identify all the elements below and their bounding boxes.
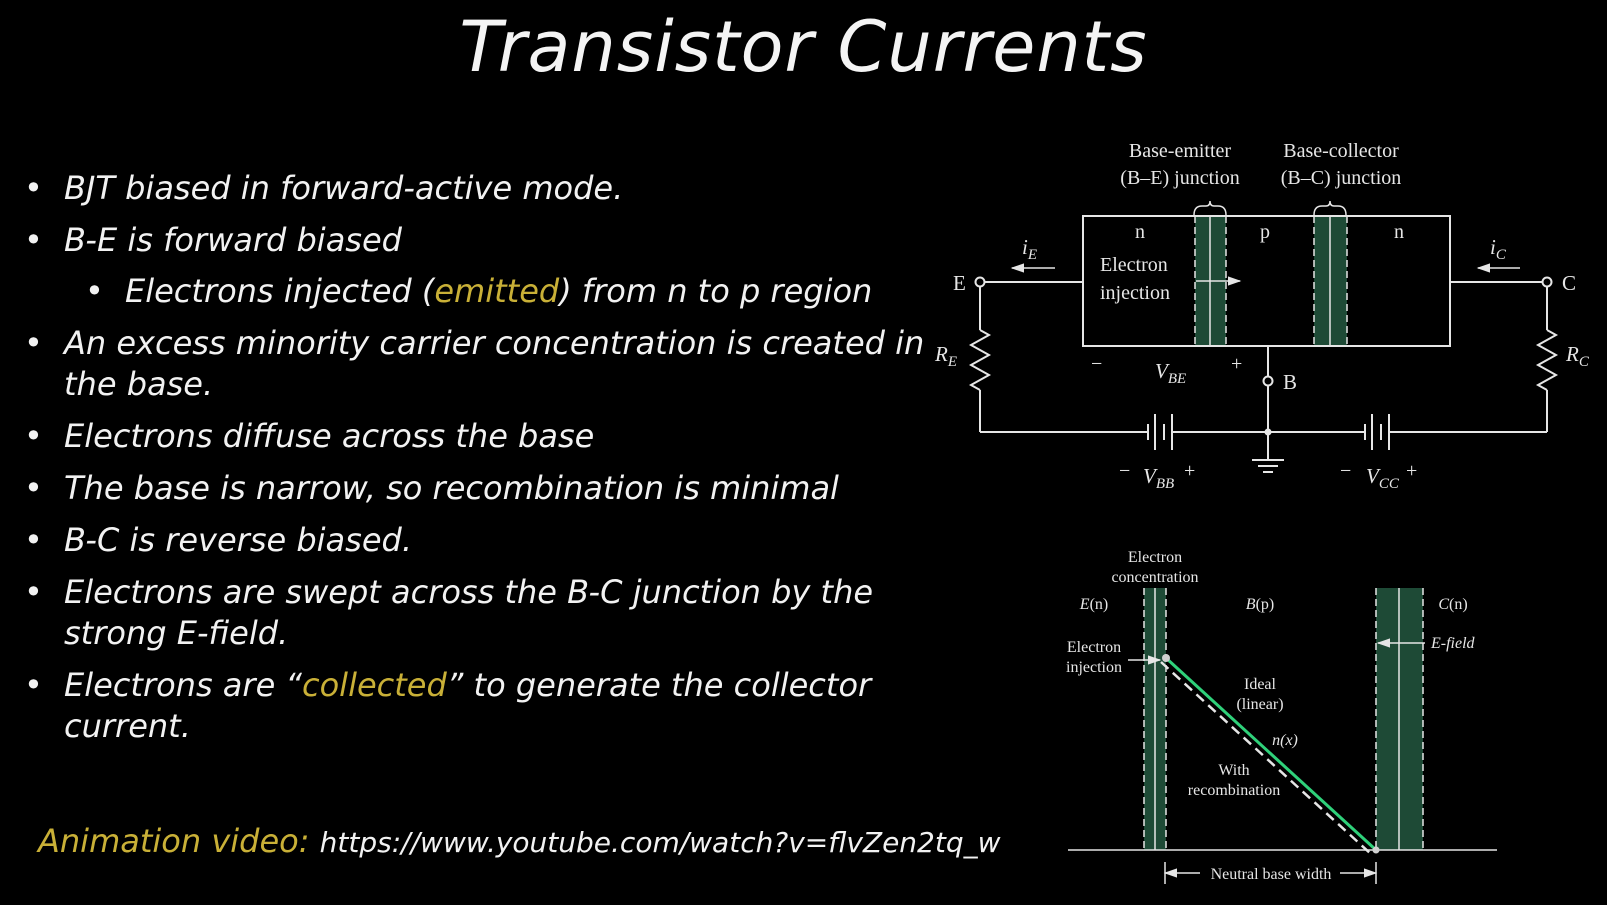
bullet-text: ” to generate the collector current. xyxy=(64,666,872,745)
vbe-minus: − xyxy=(1091,353,1102,375)
highlight-emitted: emitted xyxy=(434,272,560,310)
bullet-item: An excess minority carrier concentration… xyxy=(22,323,927,405)
bc-brace xyxy=(1313,200,1347,216)
injection-label: injection xyxy=(1100,282,1170,304)
vcc-minus: − xyxy=(1340,460,1351,482)
injection-point xyxy=(1162,654,1170,662)
bullet-item: BJT biased in forward-active mode. xyxy=(22,168,927,209)
bullet-item: Electrons are swept across the B-C junct… xyxy=(22,572,927,654)
concentration-label: concentration xyxy=(1111,569,1198,586)
page-title: Transistor Currents xyxy=(459,6,1148,88)
be-junction-label: Base-emitter xyxy=(1129,140,1232,162)
junction-labels: Base-emitter (B–E) junction Base-collect… xyxy=(1120,140,1401,189)
sub-bullet-item: Electrons injected (emitted) from n to p… xyxy=(22,271,927,312)
region-labels: n p n Electron injection xyxy=(1100,221,1404,304)
bullet-text: Electrons are “ xyxy=(64,666,302,704)
vbe-plus: + xyxy=(1231,353,1242,375)
video-label: Animation video: xyxy=(38,822,320,860)
bc-junction-label: Base-collector xyxy=(1283,140,1399,162)
node-dot xyxy=(1264,428,1272,436)
re-label: RE xyxy=(934,342,957,370)
ground-symbol xyxy=(1252,459,1284,473)
emitter-label: E xyxy=(953,271,966,295)
rc-resistor xyxy=(1535,329,1559,391)
circuit-wires xyxy=(979,281,1548,460)
ideal-label: Ideal xyxy=(1244,676,1277,693)
bullet-text: Electrons injected ( xyxy=(125,272,435,310)
ic-label: iC xyxy=(1490,235,1507,263)
efield-label: E-field xyxy=(1430,635,1476,652)
bullet-item: B-C is reverse biased. xyxy=(22,520,927,561)
bullet-item: B-E is forward biased xyxy=(22,220,927,261)
emitter-region-label: E(n) xyxy=(1079,596,1108,613)
nx-label: n(x) xyxy=(1272,732,1298,749)
vbb-plus: + xyxy=(1184,460,1195,482)
be-brace xyxy=(1193,200,1227,216)
bullet-item: The base is narrow, so recombination is … xyxy=(22,468,927,509)
recombination-label: recombination xyxy=(1188,782,1280,799)
vcc-label: VCC xyxy=(1366,464,1400,492)
bullet-item: Electrons diffuse across the base xyxy=(22,416,927,457)
bullet-item: Electrons are “collected” to generate th… xyxy=(22,665,927,747)
be-junction-label: (B–E) junction xyxy=(1120,167,1239,189)
re-resistor xyxy=(968,329,992,391)
collector-label: C xyxy=(1562,271,1576,295)
base-label: B xyxy=(1283,370,1297,394)
bc-depletion-region xyxy=(1313,216,1348,346)
vcc-plus: + xyxy=(1406,460,1417,482)
injection-label: Electron xyxy=(1100,254,1168,276)
base-terminal xyxy=(1262,375,1274,387)
neutral-base-width-label: Neutral base width xyxy=(1211,866,1332,883)
concentration-label: Electron xyxy=(1128,549,1182,566)
profile-injection-label: injection xyxy=(1066,659,1122,676)
bjt-circuit-diagram: Base-emitter (B–E) junction Base-collect… xyxy=(934,140,1590,492)
profile-injection-label: Electron xyxy=(1067,639,1121,656)
vbb-minus: − xyxy=(1119,460,1130,482)
bullet-text: ) from n to p region xyxy=(559,272,873,310)
polarity-signs: − + − + − + xyxy=(1091,353,1417,482)
rc-label: RC xyxy=(1565,342,1590,370)
emitter-terminal xyxy=(974,276,986,288)
collector-terminal xyxy=(1541,276,1553,288)
vbb-label: VBB xyxy=(1143,464,1174,492)
ideal-linear-curve xyxy=(1164,656,1378,852)
recombination-label: With xyxy=(1218,762,1249,779)
ie-label: iE xyxy=(1022,235,1037,263)
animation-video-line: Animation video: https://www.youtube.com… xyxy=(38,822,1001,860)
base-region-label: B(p) xyxy=(1246,596,1274,613)
base-region-p: p xyxy=(1260,221,1270,243)
highlight-collected: collected xyxy=(302,666,447,704)
bullet-list: BJT biased in forward-active mode. B-E i… xyxy=(22,168,927,758)
electron-concentration-profile: Electron concentration E(n) B(p) C(n) El… xyxy=(1066,549,1497,884)
vbe-label: VBE xyxy=(1155,359,1186,387)
collector-region-label: C(n) xyxy=(1438,596,1467,613)
bc-junction-label: (B–C) junction xyxy=(1281,167,1402,189)
vbb-battery xyxy=(1147,414,1173,450)
collector-region-n: n xyxy=(1394,221,1404,243)
video-link[interactable]: https://www.youtube.com/watch?v=flvZen2t… xyxy=(319,826,1001,859)
emitter-region-n: n xyxy=(1135,221,1145,243)
vcc-battery xyxy=(1364,414,1390,450)
ideal-label: (linear) xyxy=(1236,696,1283,713)
collector-edge-point xyxy=(1372,846,1380,854)
